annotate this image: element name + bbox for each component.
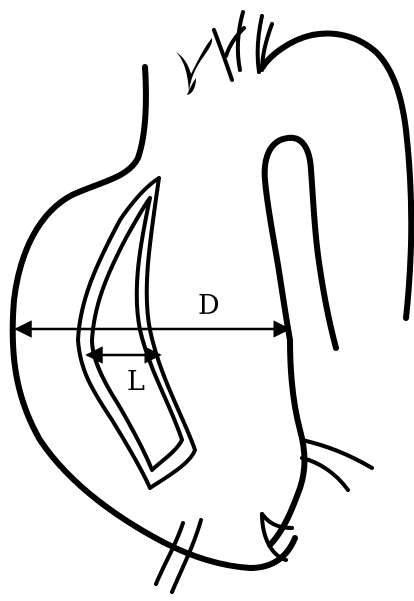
label-d: D <box>198 290 220 321</box>
jaw-line <box>270 340 305 545</box>
ear-outline <box>265 138 336 348</box>
hair-strand-3 <box>238 12 243 70</box>
skull-contour <box>262 34 411 318</box>
neck-fold <box>302 440 372 468</box>
neck-crease <box>302 458 348 490</box>
hair-strand-1 <box>214 30 232 80</box>
label-l: L <box>127 366 145 397</box>
hair-strand-2 <box>226 28 244 56</box>
eye-inner-lid <box>92 198 182 470</box>
